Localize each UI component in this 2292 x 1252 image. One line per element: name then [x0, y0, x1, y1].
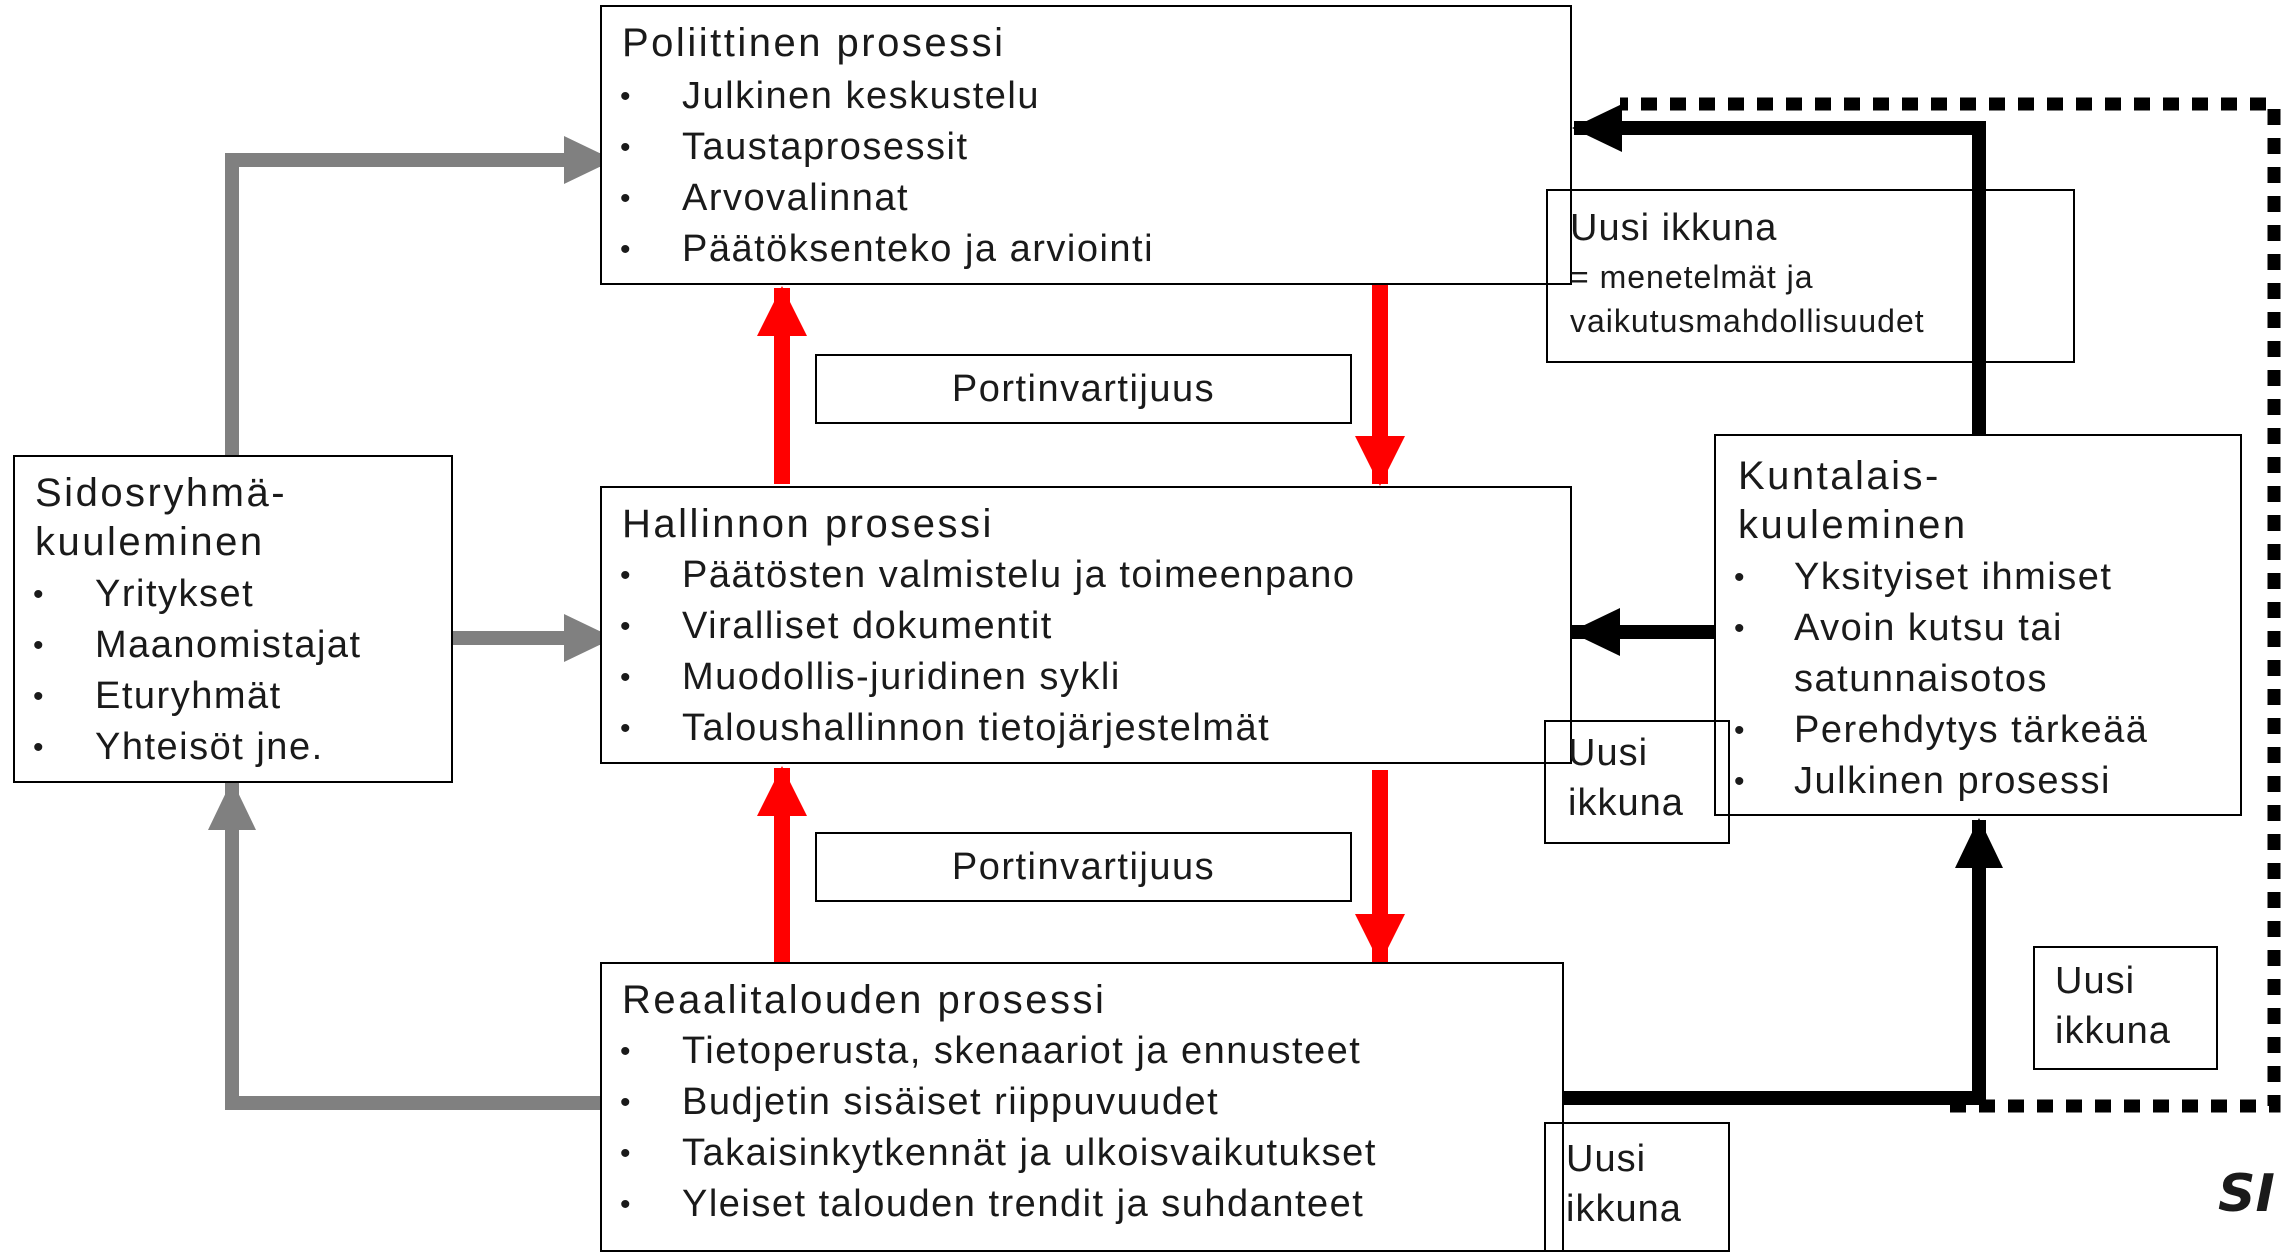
real-economy-process-list: •Tietoperusta, skenaariot ja ennusteet •… [620, 1026, 1377, 1230]
list-item: •Tietoperusta, skenaariot ja ennusteet [620, 1030, 1362, 1072]
list-item: •Viralliset dokumentit [620, 605, 1053, 647]
list-item: •Yksityiset ihmiset [1734, 556, 2113, 598]
new-window-bottom-line2: ikkuna [1566, 1188, 1682, 1230]
new-window-main-desc-1: = menetelmät ja [1570, 259, 1814, 295]
list-item: •Päätöksenteko ja arviointi [620, 228, 1155, 270]
list-item: •Eturyhmät [33, 675, 282, 717]
list-item: •Maanomistajat [33, 624, 362, 666]
political-process-title: Poliittinen prosessi [622, 21, 1006, 65]
new-window-main-title: Uusi ikkuna [1570, 207, 1778, 249]
stakeholder-consultation-box: Sidosryhmä- kuuleminen •Yritykset •Maano… [13, 455, 453, 783]
list-item: •Muodollis-juridinen sykli [620, 656, 1121, 698]
list-item-continuation: satunnaisotos [1794, 658, 2048, 700]
list-item: •Yhteisöt jne. [33, 726, 324, 768]
real-economy-process-title: Reaalitalouden prosessi [622, 978, 1107, 1022]
list-item: •Julkinen prosessi [1734, 760, 2111, 802]
logo: SI [2218, 1164, 2275, 1224]
stakeholder-list: •Yritykset •Maanomistajat •Eturyhmät •Yh… [33, 569, 362, 773]
citizen-title-line1: Kuntalais- [1738, 454, 1941, 498]
real-economy-process-box: Reaalitalouden prosessi •Tietoperusta, s… [600, 962, 1564, 1252]
new-window-dotted-line2: ikkuna [2055, 1010, 2171, 1052]
list-item: •Yritykset [33, 573, 255, 615]
administrative-process-title: Hallinnon prosessi [622, 502, 994, 546]
new-window-admin-line2: ikkuna [1568, 782, 1684, 824]
list-item: •Taloushallinnon tietojärjestelmät [620, 707, 1271, 749]
dotted-new-window-loop [1620, 97, 2281, 1113]
list-item: •Avoin kutsu tai [1734, 607, 2063, 649]
citizen-title-line2: kuuleminen [1738, 503, 1968, 547]
new-window-admin-line1: Uusi [1568, 732, 1649, 774]
list-item: •Takaisinkytkennät ja ulkoisvaikutukset [620, 1132, 1377, 1174]
citizen-consultation-box: Kuntalais- kuuleminen •Yksityiset ihmise… [1714, 434, 2242, 816]
citizen-list: •Yksityiset ihmiset •Avoin kutsu tai sat… [1734, 552, 2148, 807]
list-item: •Julkinen keskustelu [620, 75, 1041, 117]
list-item: •Päätösten valmistelu ja toimeenpano [620, 554, 1356, 596]
list-item: •Taustaprosessit [620, 126, 969, 168]
list-item: •Arvovalinnat [620, 177, 910, 219]
gatekeeping-label-lower: Portinvartijuus [815, 832, 1352, 902]
new-window-bottom-line1: Uusi [1566, 1138, 1647, 1180]
new-window-main-box: Uusi ikkuna = menetelmät ja vaikutusmahd… [1546, 189, 2075, 363]
stakeholder-title-line1: Sidosryhmä- [35, 471, 288, 515]
arrow-economy-to-stakeholder [208, 780, 608, 1110]
administrative-process-list: •Päätösten valmistelu ja toimeenpano •Vi… [620, 550, 1356, 754]
political-process-box: Poliittinen prosessi •Julkinen keskustel… [600, 5, 1572, 285]
political-process-list: •Julkinen keskustelu •Taustaprosessit •A… [620, 71, 1154, 275]
stakeholder-title-line2: kuuleminen [35, 520, 265, 564]
administrative-process-box: Hallinnon prosessi •Päätösten valmistelu… [600, 486, 1572, 764]
new-window-dotted-line1: Uusi [2055, 960, 2136, 1002]
new-window-bottom-box: Uusi ikkuna [1544, 1122, 1730, 1252]
new-window-admin-box: Uusi ikkuna [1544, 720, 1730, 844]
arrow-citizen-to-political [1572, 104, 1986, 434]
list-item: •Perehdytys tärkeää [1734, 709, 2149, 751]
arrow-economy-to-citizen [1562, 818, 2003, 1105]
list-item: •Yleiset talouden trendit ja suhdanteet [620, 1183, 1365, 1225]
new-window-dotted-box: Uusi ikkuna [2033, 946, 2218, 1070]
arrow-stakeholder-to-political [225, 136, 614, 455]
gatekeeping-label-upper: Portinvartijuus [815, 354, 1352, 424]
new-window-main-desc-2: vaikutusmahdollisuudet [1570, 303, 1925, 339]
list-item: •Budjetin sisäiset riippuvuudet [620, 1081, 1220, 1123]
